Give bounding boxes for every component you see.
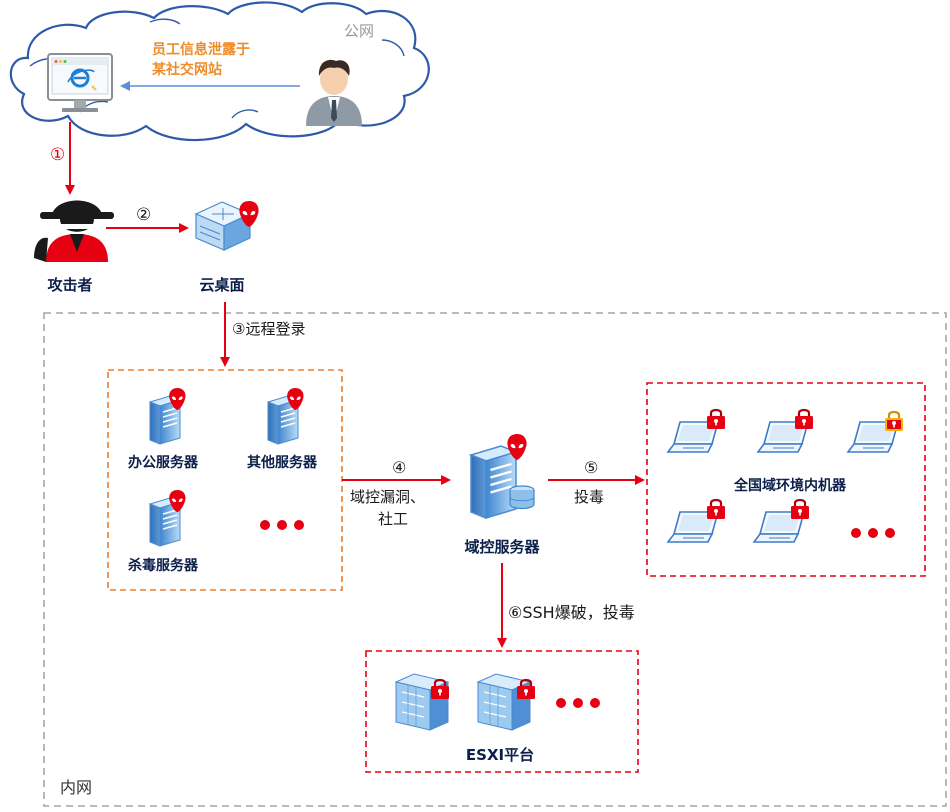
domain-machines-label: 全国域环境内机器: [733, 477, 847, 494]
employee-person-icon: [306, 59, 362, 126]
step5-number: ⑤: [584, 458, 598, 477]
internal-network-zone: [43, 312, 947, 807]
step2-label: ②: [136, 205, 151, 225]
domain-laptop-1: [667, 408, 727, 453]
domain-laptop-5: [753, 498, 811, 543]
other-server-label: 其他服务器: [247, 454, 318, 471]
domain-server-label: 域控服务器: [464, 538, 540, 556]
more-machines-dots: [851, 528, 895, 538]
leak-note-line2: 某社交网站: [152, 61, 222, 78]
more-esxi-dots: [556, 698, 600, 708]
office-server-icon: [149, 388, 186, 445]
cloud-desktop-label: 云桌面: [199, 276, 244, 294]
domain-laptop-4: [667, 498, 727, 543]
database-icon: [509, 485, 535, 510]
esxi-host-1: [395, 673, 451, 731]
domain-laptop-2: [757, 408, 815, 453]
attacker-label: 攻击者: [47, 276, 92, 294]
step4-number: ④: [392, 458, 406, 477]
server-group-box: [107, 369, 343, 591]
more-servers-dots: [260, 520, 304, 530]
public-network-label: 公网: [344, 22, 374, 40]
esxi-label: ESXI平台: [466, 746, 534, 764]
esxi-box: [365, 650, 639, 773]
step4-line1: 域控漏洞、: [350, 488, 425, 506]
step6-label: ⑥SSH爆破，投毒: [508, 603, 635, 622]
step3-label: ③远程登录: [232, 320, 305, 338]
step1-label: ①: [50, 145, 65, 165]
esxi-host-2: [477, 673, 537, 731]
domain-server-icon: [469, 434, 535, 520]
cloud-desktop-icon: [194, 201, 259, 251]
other-server-icon: [267, 388, 304, 445]
leak-note-line1: 员工信息泄露于: [152, 41, 250, 58]
internal-network-label: 内网: [60, 778, 92, 797]
step4-line2: 社工: [378, 510, 408, 528]
attacker-icon: [34, 200, 114, 262]
domain-machines-box: [646, 382, 926, 577]
domain-laptop-3: [847, 410, 905, 453]
antivirus-server-label: 杀毒服务器: [128, 557, 199, 574]
office-server-label: 办公服务器: [128, 454, 199, 471]
antivirus-server-icon: [149, 490, 186, 547]
step5-text: 投毒: [574, 488, 604, 506]
browser-monitor-icon: [47, 53, 113, 112]
